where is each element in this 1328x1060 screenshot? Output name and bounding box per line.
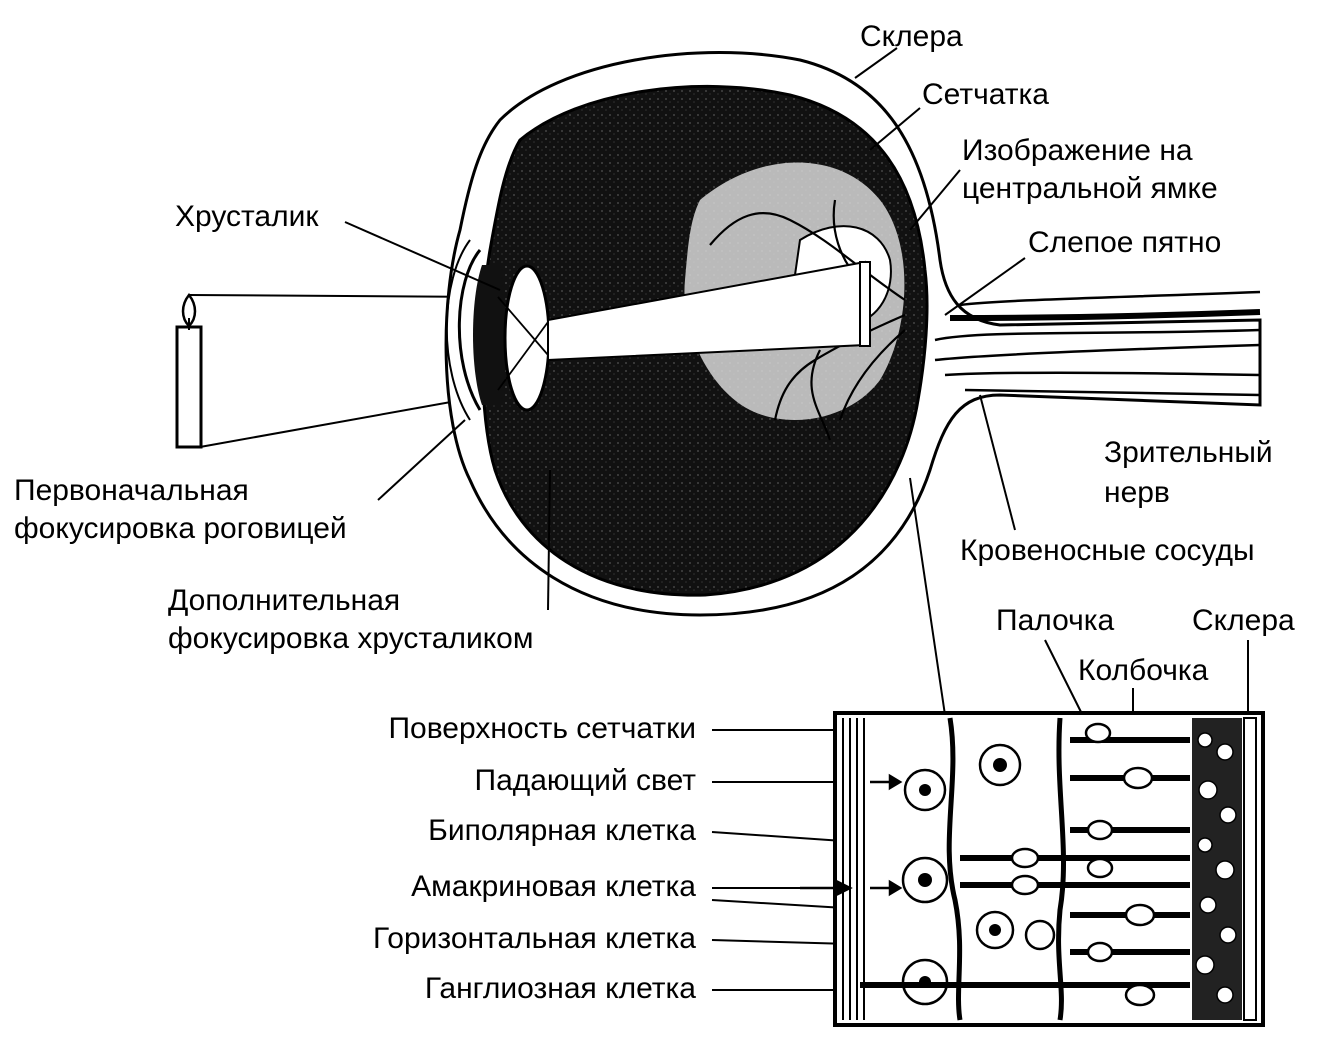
- label-blind-spot: Слепое пятно: [1028, 226, 1222, 259]
- retina-detail-box: [800, 711, 1265, 1027]
- label-sclera-detail: Склера: [1192, 604, 1295, 637]
- label-incident-light: Падающий свет: [474, 764, 697, 797]
- label-optic-nerve-line2: нерв: [1104, 476, 1170, 509]
- label-lens-focus-line2: фокусировка хрусталиком: [168, 622, 534, 655]
- label-retina-surface: Поверхность сетчатки: [388, 712, 696, 745]
- label-sclera: Склера: [860, 20, 963, 53]
- label-lens: Хрусталик: [175, 200, 319, 233]
- label-optic-nerve-line1: Зрительный: [1104, 436, 1273, 469]
- label-cornea-focus-line1: Первоначальная: [14, 474, 249, 507]
- label-horizontal-cell: Горизонтальная клетка: [373, 922, 696, 955]
- label-cornea-focus-line2: фокусировка роговицей: [14, 512, 347, 545]
- label-fovea-image-line1: Изображение на: [962, 134, 1193, 167]
- label-bipolar-cell: Биполярная клетка: [428, 814, 696, 847]
- label-blood-vessels: Кровеносные сосуды: [960, 534, 1255, 567]
- eyeball: [444, 51, 1262, 617]
- label-lens-focus-line1: Дополнительная: [168, 584, 401, 617]
- candle-illustration: [175, 292, 203, 449]
- label-retina: Сетчатка: [922, 78, 1049, 111]
- label-cone: Колбочка: [1078, 654, 1209, 687]
- light-rays: [188, 294, 496, 448]
- label-ganglion-cell: Ганглиозная клетка: [424, 972, 696, 1005]
- label-fovea-image-line2: центральной ямке: [962, 172, 1218, 205]
- label-rod: Палочка: [996, 604, 1115, 637]
- label-amacrine-cell: Амакриновая клетка: [411, 870, 696, 903]
